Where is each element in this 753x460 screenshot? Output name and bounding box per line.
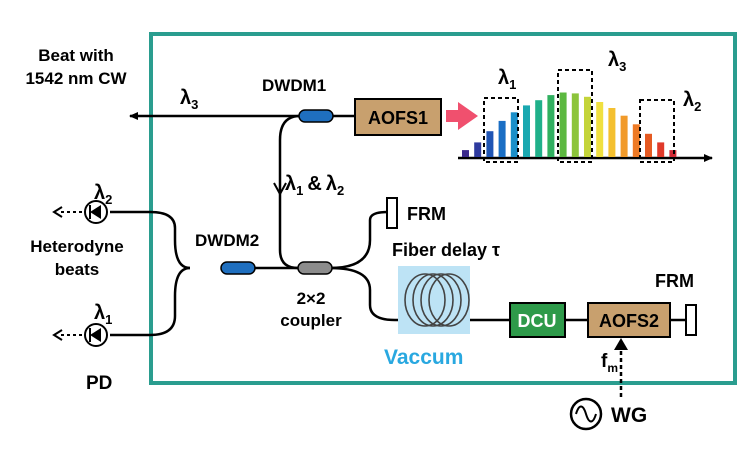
spectrum-bar — [632, 124, 640, 157]
spectrum-bar — [571, 93, 579, 157]
spectrum-lambda2-label: λ2 — [683, 89, 701, 114]
dwdm1-label: DWDM1 — [262, 76, 326, 95]
spectrum-bar — [620, 115, 628, 157]
beat-label-line1: Beat with — [38, 46, 114, 65]
fiber-paths — [110, 112, 686, 337]
dwdm2-component — [220, 261, 256, 275]
fiber-dwdm2-to-pd1 — [110, 266, 191, 337]
pd-label: PD — [86, 373, 112, 394]
dwdm1-component — [298, 109, 334, 123]
spectrum-bar — [510, 112, 518, 157]
spectrum-bar — [584, 96, 591, 157]
fiber-delay-coil — [398, 266, 470, 334]
lambda1-pd-label: λ1 — [94, 302, 112, 327]
fm-drive-arrowhead — [614, 338, 628, 350]
beat-label-line2: 1542 nm CW — [25, 69, 127, 88]
dcu-box: DCU — [509, 302, 566, 338]
fm-label: fm — [601, 351, 618, 375]
aofs2-label: AOFS2 — [599, 311, 659, 331]
lambda2-selection-box — [639, 99, 675, 163]
lambda2-pd-label: λ2 — [94, 182, 112, 207]
spectrum-bar — [547, 95, 555, 157]
spectrum-bar — [657, 142, 665, 157]
coupler-component — [297, 261, 333, 275]
spectrum-bar — [559, 92, 567, 157]
lambda3-selection-box — [557, 69, 593, 163]
spectrum-bar — [523, 105, 530, 157]
wg-label: WG — [611, 404, 647, 427]
spectrum-bar — [498, 120, 506, 157]
spectrum-lambda1-label: λ1 — [498, 67, 516, 92]
spectrum-bar — [608, 108, 616, 157]
vaccum-label: Vaccum — [384, 346, 463, 369]
fiber-coupler-to-delay — [329, 266, 510, 322]
fiber-dwdm2-to-pd2 — [110, 210, 191, 270]
setup-frame — [149, 32, 737, 385]
spectrum-bar — [535, 100, 543, 157]
lambda3-top-label: λ3 — [180, 87, 198, 112]
dwdm2-label: DWDM2 — [195, 231, 259, 250]
spectrum-bar — [645, 133, 652, 157]
pd-lambda1 — [52, 323, 108, 347]
downward-arrowhead — [273, 182, 287, 197]
spectrum-bar — [486, 131, 494, 157]
spectrum-bars — [462, 92, 677, 157]
aofs1-label: AOFS1 — [368, 108, 428, 128]
sine-wave-icon — [569, 397, 603, 431]
heterodyne-label-line2: beats — [55, 260, 99, 279]
spectrum-bar — [596, 102, 604, 157]
frm-right-mirror — [685, 304, 697, 336]
lambda1-selection-box — [483, 97, 519, 163]
spectrum-input-arrow — [446, 102, 478, 130]
spectrum-bar — [462, 150, 469, 157]
aofs1-box: AOFS1 — [354, 98, 442, 136]
spectrum-bar — [669, 150, 677, 157]
lambda1-and-lambda2-label: λ1&λ2 — [285, 173, 344, 198]
spectrum-lambda3-label: λ3 — [608, 49, 626, 74]
fiber-delay-label: Fiber delay τ — [392, 240, 500, 260]
frm-top-label: FRM — [407, 204, 446, 224]
coupler-label-line2: coupler — [280, 311, 342, 330]
fiber-coupler-to-frm — [329, 210, 389, 270]
heterodyne-label-line1: Heterodyne — [30, 237, 124, 256]
frm-right-label: FRM — [655, 271, 694, 291]
frm-top-mirror — [386, 197, 398, 229]
coupler-label-line1: 2×2 — [297, 289, 326, 308]
pd-lambda2 — [52, 200, 108, 224]
dcu-label: DCU — [518, 311, 557, 331]
spectrum-bar — [474, 142, 482, 157]
aofs2-box: AOFS2 — [587, 302, 671, 338]
